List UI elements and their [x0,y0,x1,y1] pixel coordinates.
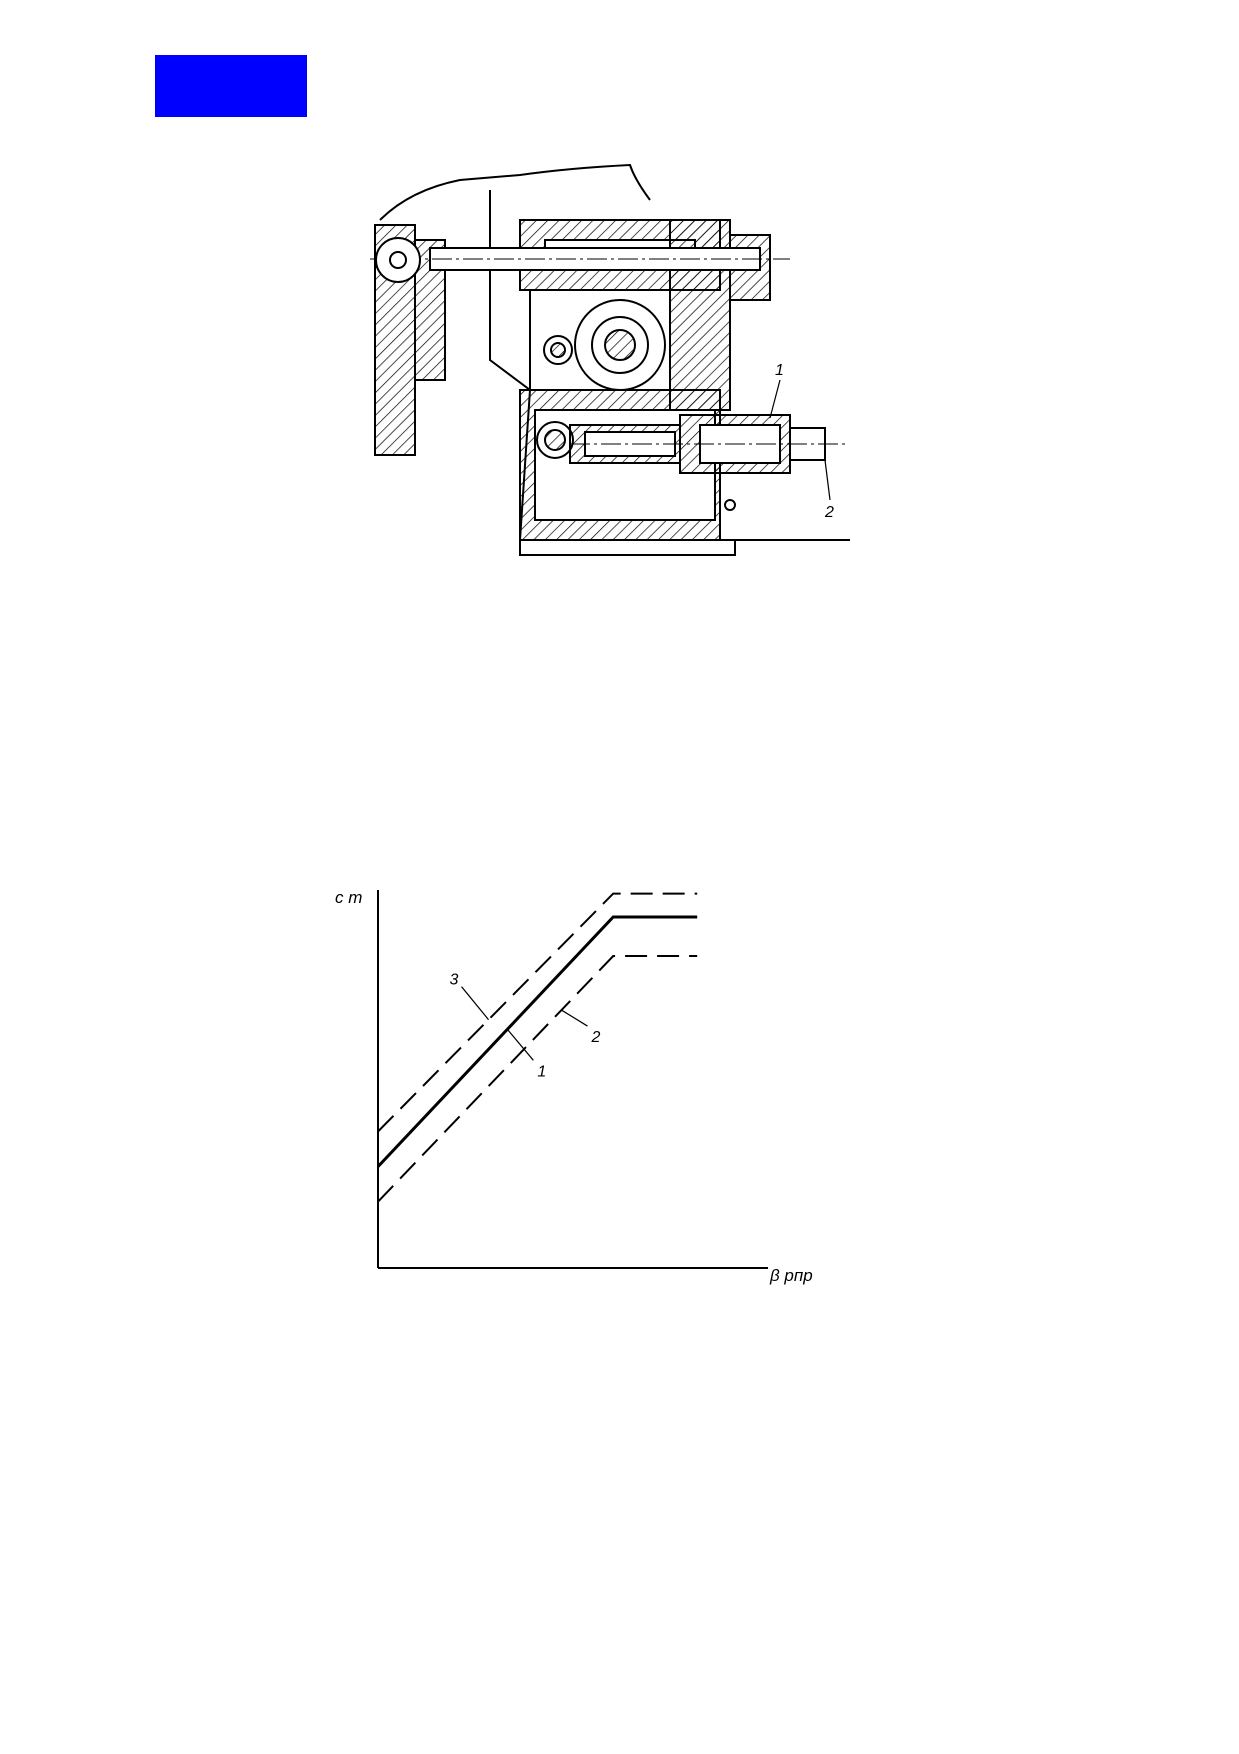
y-axis-label: c т [335,888,362,907]
chart-series-labels: 1 2 3 [450,972,601,1081]
callout-1: 1 [775,362,784,379]
chart-series [376,892,698,1203]
series-label-2: 2 [590,1029,600,1046]
characteristic-chart: 1 2 3 c т β рпр [335,888,813,1285]
x-axis-label: β рпр [769,1266,813,1285]
callout-2: 2 [824,504,834,521]
series-line-1 [376,915,698,1168]
blue-header-box [155,55,307,117]
series-leader-1 [506,1028,534,1061]
series-label-1: 1 [537,1063,546,1080]
series-label-3: 3 [450,972,459,989]
series-line-3 [377,892,698,1133]
pump-cross-section-drawing: 1 2 [370,163,850,556]
series-leader-2 [561,1009,588,1027]
series-leader-3 [461,986,490,1021]
chart-axes [377,890,768,1269]
series-line-2 [377,955,698,1203]
